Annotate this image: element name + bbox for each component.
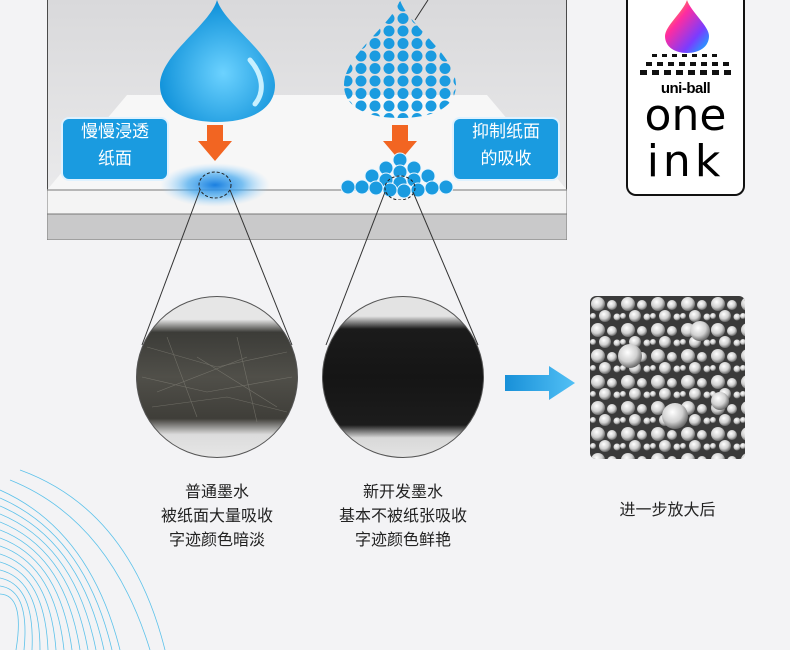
ink-drop-logo-icon	[665, 0, 709, 53]
ink-particle-pile	[340, 152, 454, 200]
label-line: 的吸收	[480, 149, 532, 169]
caption-line: 字迹颜色暗淡	[168, 530, 265, 549]
brand-line-two: ink	[646, 136, 725, 187]
caption-line: 基本不被纸张吸收	[338, 506, 467, 525]
ordinary-ink-caption: 普通墨水 被纸面大量吸收 字迹颜色暗淡	[130, 480, 304, 552]
particle-texture	[590, 296, 745, 459]
ordinary-ink-drop-icon	[160, 0, 275, 122]
down-arrow-icon	[198, 125, 232, 161]
down-arrow-icon	[383, 125, 417, 161]
brand-small-text: uni-ball	[660, 80, 711, 97]
absorbed-ink-glow	[160, 163, 270, 207]
caption-line: 普通墨水	[184, 482, 249, 501]
label-line: 慢慢浸透	[81, 122, 149, 142]
magnified-particles-photo	[590, 296, 745, 459]
right-arrow-icon	[505, 366, 575, 400]
new-ink-particle-drop-icon	[344, 0, 456, 118]
brand-line-one: one	[644, 90, 727, 141]
absorb-slowly-label: 慢慢浸透 纸面	[63, 119, 167, 179]
decorative-line-pattern	[0, 469, 166, 650]
ordinary-ink-magnified-photo	[136, 296, 298, 458]
caption-line: 被纸面大量吸收	[160, 506, 273, 525]
uni-ball-one-ink-logo: uni-ball one ink	[626, 0, 745, 196]
new-ink-magnified-photo	[322, 296, 484, 458]
caption-line: 字迹颜色鲜艳	[354, 530, 451, 549]
fiber-texture	[141, 336, 293, 423]
magnified-caption: 进一步放大后	[619, 500, 716, 519]
label-line: 抑制纸面	[472, 122, 540, 142]
dot-grid-icon	[640, 54, 731, 75]
caption-line: 新开发墨水	[362, 482, 443, 501]
paper-surface	[47, 95, 567, 240]
suppress-absorption-label: 抑制纸面 的吸收	[454, 119, 558, 179]
label-line: 纸面	[98, 149, 132, 169]
new-ink-caption: 新开发墨水 基本不被纸张吸收 字迹颜色鲜艳	[316, 480, 490, 552]
